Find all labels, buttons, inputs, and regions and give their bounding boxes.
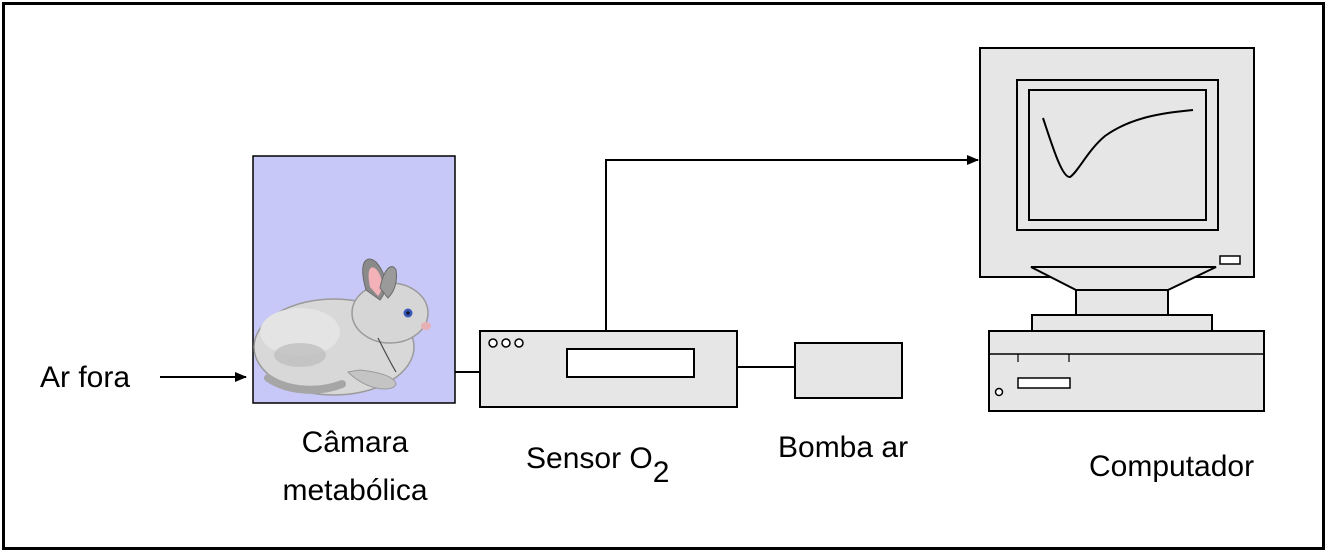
computer-icon	[979, 47, 1265, 412]
oxygen-sensor-device	[479, 330, 738, 408]
air-pump-device	[794, 342, 903, 399]
diagram-border	[2, 2, 1325, 550]
chamber-label-line2: metabólica	[282, 474, 428, 507]
chamber-label-line1: Câmara	[301, 426, 409, 459]
rabbit-icon	[253, 258, 431, 396]
metabolic-chamber	[252, 155, 456, 404]
sensor-computer-signal-arrow	[605, 155, 979, 331]
pump-label: Bomba ar	[778, 431, 909, 464]
input-air-label: Ar fora	[40, 361, 131, 394]
oxygen-curve-plot	[1042, 109, 1194, 178]
sensor-label-main: Sensor O	[526, 442, 653, 475]
computer-label: Computador	[1089, 450, 1255, 483]
sensor-label: Sensor O2	[526, 442, 669, 488]
sensor-label-subscript: 2	[652, 456, 670, 489]
